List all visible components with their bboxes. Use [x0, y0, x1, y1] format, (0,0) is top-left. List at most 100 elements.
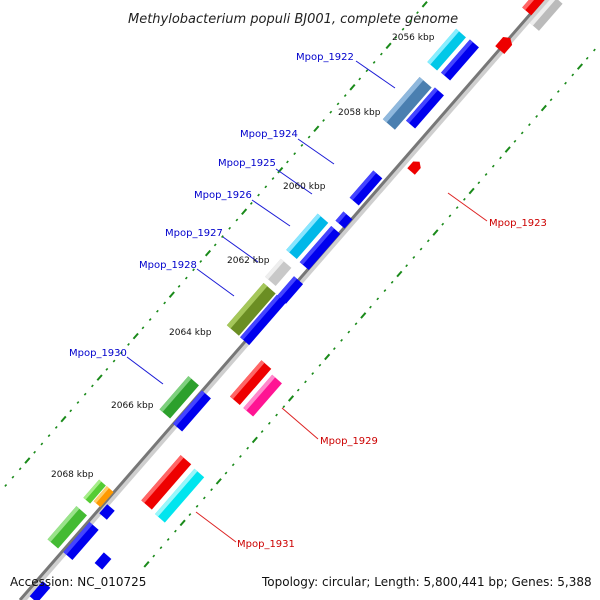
ruler-label: 2056 kbp — [392, 33, 435, 43]
ruler-tick — [358, 77, 362, 81]
ruler-tick — [91, 384, 94, 388]
ruler-tick — [119, 351, 123, 355]
ruler-tick — [318, 363, 322, 367]
ruler-tick — [166, 538, 170, 541]
ruler-tick — [349, 83, 356, 91]
ruler-tick — [556, 90, 560, 93]
ruler-tick — [143, 561, 150, 568]
ruler-tick — [282, 405, 286, 409]
ruler-tick — [231, 463, 235, 467]
ruler-tick — [432, 229, 439, 236]
ruler-tick — [416, 11, 419, 15]
ruler-tick — [412, 255, 416, 259]
ruler-tick — [324, 353, 331, 361]
ruler-tick — [322, 119, 325, 122]
ruler-tick — [513, 139, 517, 143]
feature-blue-small-bl — [99, 504, 115, 520]
ruler-tick — [336, 102, 340, 106]
feature-blue-bl2 — [94, 552, 112, 570]
ruler-tick — [251, 436, 258, 444]
feature-blue-1926 — [299, 225, 341, 271]
feature-red-top — [522, 0, 553, 16]
ruler-tick — [188, 513, 192, 516]
ruler-tick — [455, 206, 459, 210]
ruler-tick — [491, 164, 495, 168]
ruler-tick — [152, 554, 156, 558]
ruler-tick — [148, 318, 152, 321]
ruler-tick — [520, 131, 524, 135]
genome-summary-text: Topology: circular; Length: 5,800,441 bp… — [261, 575, 592, 589]
ruler-tick — [408, 19, 412, 23]
feature-blue-1928 — [240, 294, 286, 346]
ruler-tick — [477, 181, 481, 185]
feature-blue-1922 — [441, 39, 479, 81]
ruler-tick — [593, 48, 596, 52]
ruler-tick — [24, 457, 31, 464]
ruler-tick — [463, 197, 466, 201]
feature-blue-2 — [406, 87, 444, 129]
feature-green-small — [83, 479, 106, 504]
ruler-tick — [296, 388, 300, 392]
leader-mpop-1926 — [251, 199, 291, 227]
gene-label-mpop-1931: Mpop_1931 — [237, 539, 295, 550]
ruler-tick — [179, 519, 186, 527]
leader-mpop-1923 — [447, 192, 488, 222]
ruler-tick — [127, 343, 130, 346]
ruler-labels: 2056 kbp 2058 kbp 2060 kbp 2062 kbp 2064… — [51, 33, 435, 480]
ruler-tick — [54, 425, 58, 429]
feature-red-1931 — [141, 455, 192, 510]
ruler-tick — [60, 415, 67, 423]
ruler-tick — [372, 60, 376, 64]
feature-blue-1930 — [173, 390, 211, 432]
ruler-tick — [293, 152, 297, 156]
feature-cyan-1926 — [286, 213, 329, 260]
ruler-tick — [192, 268, 195, 272]
ruler-tick — [311, 372, 315, 375]
ruler-tick — [564, 81, 567, 85]
gene-label-mpop-1927: Mpop_1927 — [165, 228, 223, 239]
ruler-tick — [40, 442, 44, 446]
ruler-tick — [419, 247, 423, 251]
gene-label-mpop-1926: Mpop_1926 — [194, 190, 252, 201]
ruler-tick — [239, 455, 242, 458]
ruler-tick — [275, 413, 278, 417]
ruler-tick — [277, 166, 284, 174]
feature-grey-top — [529, 0, 563, 31]
gene-label-mpop-1923: Mpop_1923 — [489, 218, 547, 229]
ruler-tick — [195, 504, 199, 508]
gene-label-mpop-1925: Mpop_1925 — [218, 158, 276, 169]
ruler-tick — [376, 297, 380, 301]
feature-red-1929 — [229, 360, 272, 406]
ruler-tick — [300, 143, 304, 147]
ruler-tick — [383, 289, 387, 293]
leader-mpop-1931 — [195, 511, 237, 543]
ruler-label: 2068 kbp — [51, 470, 94, 480]
ruler-tick — [360, 312, 367, 319]
ruler-tick — [210, 488, 213, 492]
ruler-tick — [304, 380, 307, 384]
ruler-tick — [141, 326, 145, 330]
ruler-label: 2066 kbp — [111, 401, 154, 411]
ruler-tick — [168, 291, 175, 298]
gene-labels: Mpop_1922 Mpop_1924 Mpop_1925 Mpop_1926 … — [69, 52, 547, 550]
feature-blue-1927 — [276, 276, 304, 304]
ruler-tick — [246, 446, 250, 450]
leader-mpop-1924 — [297, 138, 335, 165]
ruler-tick — [184, 276, 188, 280]
ruler-tick — [448, 214, 452, 218]
feature-grey-1927 — [265, 258, 292, 286]
ruler-tick — [241, 208, 248, 216]
ruler-tick — [174, 529, 177, 533]
ruler-tick — [235, 218, 239, 222]
feature-olive-1928 — [226, 282, 276, 336]
ruler-tick — [132, 332, 139, 340]
feature-orange — [93, 486, 114, 508]
ruler-tick — [441, 222, 445, 226]
leader-mpop-1925 — [275, 168, 313, 195]
ruler-ticks — [4, 1, 596, 568]
ruler-tick — [228, 226, 232, 230]
ruler-tick — [396, 270, 403, 278]
ruler-tick — [468, 187, 475, 195]
ruler-tick — [249, 201, 253, 205]
ruler-tick — [369, 305, 372, 309]
